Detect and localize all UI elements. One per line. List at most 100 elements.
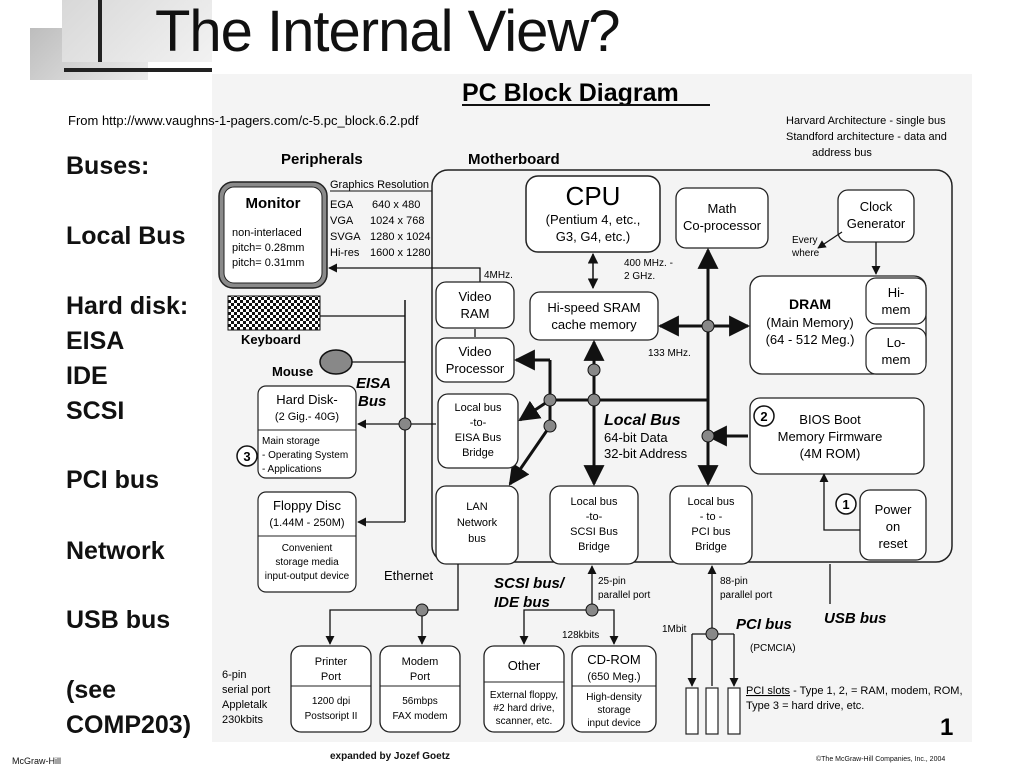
junction-dot <box>705 627 719 641</box>
pci-slots-label: PCI slots <box>746 685 791 697</box>
pci-bus-label: PCI bus <box>736 616 792 633</box>
junction-dot <box>701 429 715 443</box>
eisa-bridge-box <box>437 393 519 469</box>
local-bus-line: 64-bit Data <box>604 430 668 445</box>
lan-line: LAN <box>466 501 487 513</box>
mouse-label: Mouse <box>272 364 313 379</box>
resolution-mode: VGA <box>330 215 354 227</box>
cdrom-line: storage <box>597 705 631 716</box>
arch-note-line: address bus <box>812 147 872 159</box>
pci-slots-line2: Type 3 = hard drive, etc. <box>746 700 864 712</box>
badge-3-number: 3 <box>243 449 250 464</box>
monitor-connection <box>328 263 481 285</box>
footer-center: expanded by Jozef Goetz <box>330 751 451 762</box>
modem-title: Port <box>410 671 430 683</box>
video-ram-box <box>435 281 515 329</box>
printer-line: Postsoript II <box>305 711 358 722</box>
every-where-label: Every <box>792 235 818 246</box>
pin25-label: parallel port <box>598 590 650 601</box>
power-reset-box <box>859 489 927 561</box>
peripherals-label: Peripherals <box>281 151 363 168</box>
badge-3 <box>236 445 258 467</box>
hard-disk-line: - Operating System <box>262 450 348 461</box>
left-list-item: Buses: <box>66 152 150 180</box>
pci-bridge-line: PCI bus <box>691 526 731 538</box>
cdrom-line: High-density <box>586 692 642 703</box>
left-list-item: (see <box>66 676 117 704</box>
monitor-line: non-interlaced <box>232 227 302 239</box>
pci-slots-description: PCI slots - Type 1, 2, = RAM, modem, ROM… <box>746 685 963 697</box>
sram-line: cache memory <box>551 317 637 332</box>
speed-133-label: 133 MHz. <box>648 348 691 359</box>
badge-1-number: 1 <box>842 497 849 512</box>
monitor-line: pitch= 0.31mm <box>232 257 304 269</box>
video-processor-line: Processor <box>446 361 505 376</box>
footer-right: ©The McGraw-Hill Companies, Inc., 2004 <box>816 756 946 763</box>
serial-port-line: 230kbits <box>222 714 263 726</box>
math-coprocessor-box <box>675 187 769 249</box>
source-url: From http://www.vaughns-1-pagers.com/c-5… <box>68 113 419 128</box>
left-list-item: COMP203) <box>66 711 192 739</box>
serial-port-line: 6-pin <box>222 669 246 681</box>
monitor-title: Monitor <box>246 195 301 212</box>
math-coprocessor-line: Co-processor <box>683 218 762 233</box>
monitor-line: pitch= 0.28mm <box>232 242 304 254</box>
pcmcia-label: (PCMCIA) <box>750 643 796 654</box>
pci-slot <box>705 687 719 735</box>
lan-line: bus <box>468 533 486 545</box>
graphics-resolution-header: Graphics Resolution <box>330 179 429 191</box>
printer-line: 1200 dpi <box>312 696 350 707</box>
floppy-title: Floppy Disc <box>273 498 341 513</box>
junction-dot <box>543 419 557 433</box>
pci-slot <box>727 687 741 735</box>
pin25-label: 25-pin <box>598 576 626 587</box>
dram-line: (Main Memory) <box>766 315 853 330</box>
left-list-item: SCSI <box>66 397 125 425</box>
ethernet-label: Ethernet <box>384 568 434 583</box>
cpu-title: CPU <box>566 181 621 211</box>
page-number: 1 <box>940 714 953 741</box>
power-to-bios-arrow <box>819 473 860 531</box>
hard-disk-line: Main storage <box>262 436 320 447</box>
arch-note-line: Standford architecture - data and <box>786 131 947 143</box>
scsi-bridge-line: Bridge <box>578 541 610 553</box>
cdrom-connection <box>592 609 619 645</box>
resolution-value: 1024 x 768 <box>370 215 424 227</box>
floppy-line: input-output device <box>265 571 350 582</box>
scsi-bridge-line: SCSI Bus <box>570 526 618 538</box>
eisa-bridge-line: Local bus <box>454 402 502 414</box>
badge-2-number: 2 <box>760 409 767 424</box>
badge-1 <box>835 493 857 515</box>
junction-dot <box>585 603 599 617</box>
floppy-line: storage media <box>275 557 339 568</box>
keyboard-icon <box>227 295 321 331</box>
other-line: External floppy, <box>490 690 558 701</box>
corner-decoration <box>98 0 102 62</box>
eisa-bridge-line: Bridge <box>462 447 494 459</box>
floppy-capacity: (1.44M - 250M) <box>269 517 344 529</box>
modem-line: FAX modem <box>392 711 447 722</box>
resolution-value: 1600 x 1280 <box>370 247 431 259</box>
keyboard-label: Keyboard <box>241 332 301 347</box>
eisa-bus-label: Bus <box>358 393 386 410</box>
local-bus-title: Local Bus <box>604 412 681 429</box>
resolution-mode: SVGA <box>330 231 361 243</box>
lan-line: Network <box>457 517 498 529</box>
diagram-heading: PC Block Diagram <box>462 79 679 107</box>
power-reset-line: on <box>886 519 900 534</box>
title-underline <box>64 68 212 72</box>
hi-mem-line: mem <box>882 302 911 317</box>
lo-mem-box <box>865 327 927 375</box>
junction-dot <box>398 417 412 431</box>
local-bus-line: 32-bit Address <box>604 446 688 461</box>
bios-line: Memory Firmware <box>778 429 883 444</box>
lan-box <box>435 485 519 565</box>
video-processor-line: Video <box>458 344 491 359</box>
bios-line: (4M ROM) <box>800 446 861 461</box>
motherboard-label: Motherboard <box>468 151 560 168</box>
footer-left: McGraw-Hill <box>12 756 61 766</box>
printer-title: Printer <box>315 656 348 668</box>
corner-decoration <box>62 0 212 62</box>
eisa-bus-label: EISA <box>356 375 391 392</box>
other-title: Other <box>508 658 541 673</box>
